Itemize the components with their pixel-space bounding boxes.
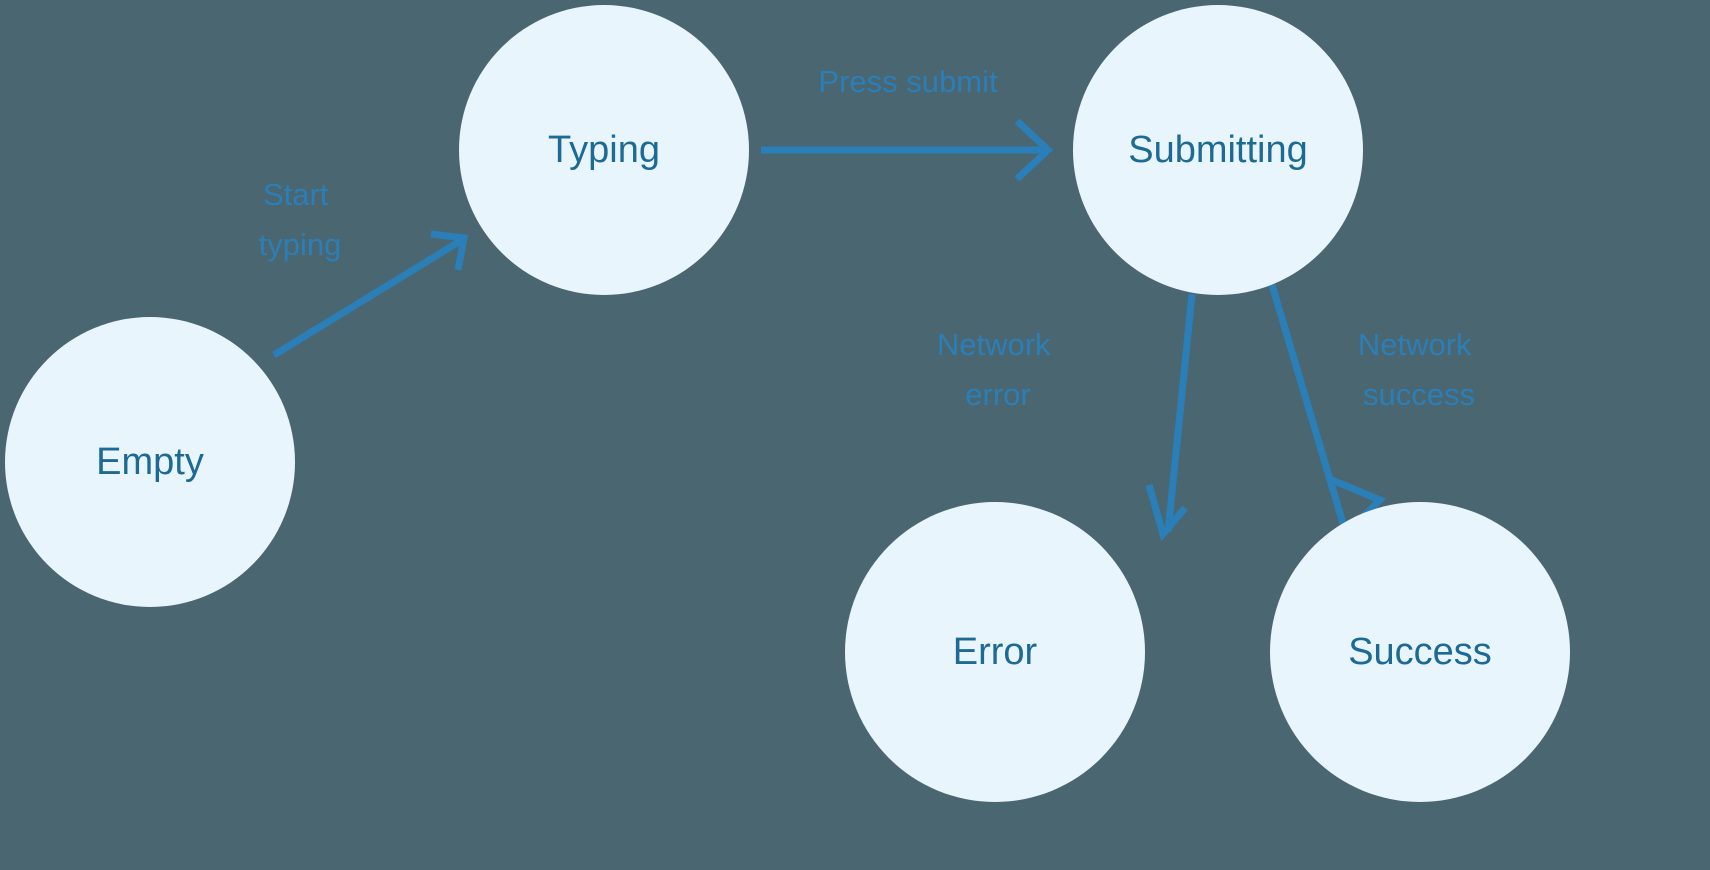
node-typing-label: Typing xyxy=(548,129,660,171)
node-typing-circle[interactable] xyxy=(459,5,749,295)
edge-label-start-typing-line-2: typing xyxy=(259,227,342,262)
node-submitting-circle[interactable] xyxy=(1073,5,1363,295)
node-error-label: Error xyxy=(953,631,1038,673)
edge-empty-to-typing-arrowhead xyxy=(430,230,469,271)
edge-label-network-success-line-1: Network xyxy=(1358,327,1472,362)
node-error-circle[interactable] xyxy=(845,502,1145,802)
edge-typing-to-submitting-arrowhead xyxy=(1014,118,1054,182)
edge-submitting-to-error-line xyxy=(1164,293,1196,533)
edge-label-network-error-line-1: Network xyxy=(937,327,1051,362)
node-error[interactable]: Error xyxy=(845,502,1145,802)
edge-label-press-submit-line-1: Press submit xyxy=(818,64,998,99)
node-submitting-label: Submitting xyxy=(1128,129,1308,171)
edge-label-start-typing-line-1: Start xyxy=(263,177,329,212)
edge-label-network-error-line-2: error xyxy=(965,377,1030,412)
edge-empty-to-typing-line xyxy=(272,237,464,358)
edge-label-network-error: Network error xyxy=(937,327,1059,412)
edge-label-network-success-line-2: success xyxy=(1363,377,1475,412)
edge-submitting-to-error xyxy=(1145,293,1196,542)
node-success-circle[interactable] xyxy=(1270,502,1570,802)
edge-label-start-typing: Start typing xyxy=(259,177,342,262)
edge-label-network-success: Network success xyxy=(1358,327,1480,412)
edge-submitting-to-success-line xyxy=(1268,284,1349,531)
node-empty-circle[interactable] xyxy=(5,317,295,607)
edge-typing-to-submitting xyxy=(761,118,1054,182)
node-typing[interactable]: Typing xyxy=(459,5,749,295)
node-submitting[interactable]: Submitting xyxy=(1073,5,1363,295)
node-success-label: Success xyxy=(1348,631,1492,673)
node-success[interactable]: Success xyxy=(1270,502,1570,802)
node-empty[interactable]: Empty xyxy=(5,317,295,607)
edge-empty-to-typing xyxy=(272,230,469,358)
node-empty-label: Empty xyxy=(96,441,204,483)
edge-label-press-submit: Press submit xyxy=(818,64,998,99)
edge-submitting-to-error-arrowhead xyxy=(1145,484,1188,542)
